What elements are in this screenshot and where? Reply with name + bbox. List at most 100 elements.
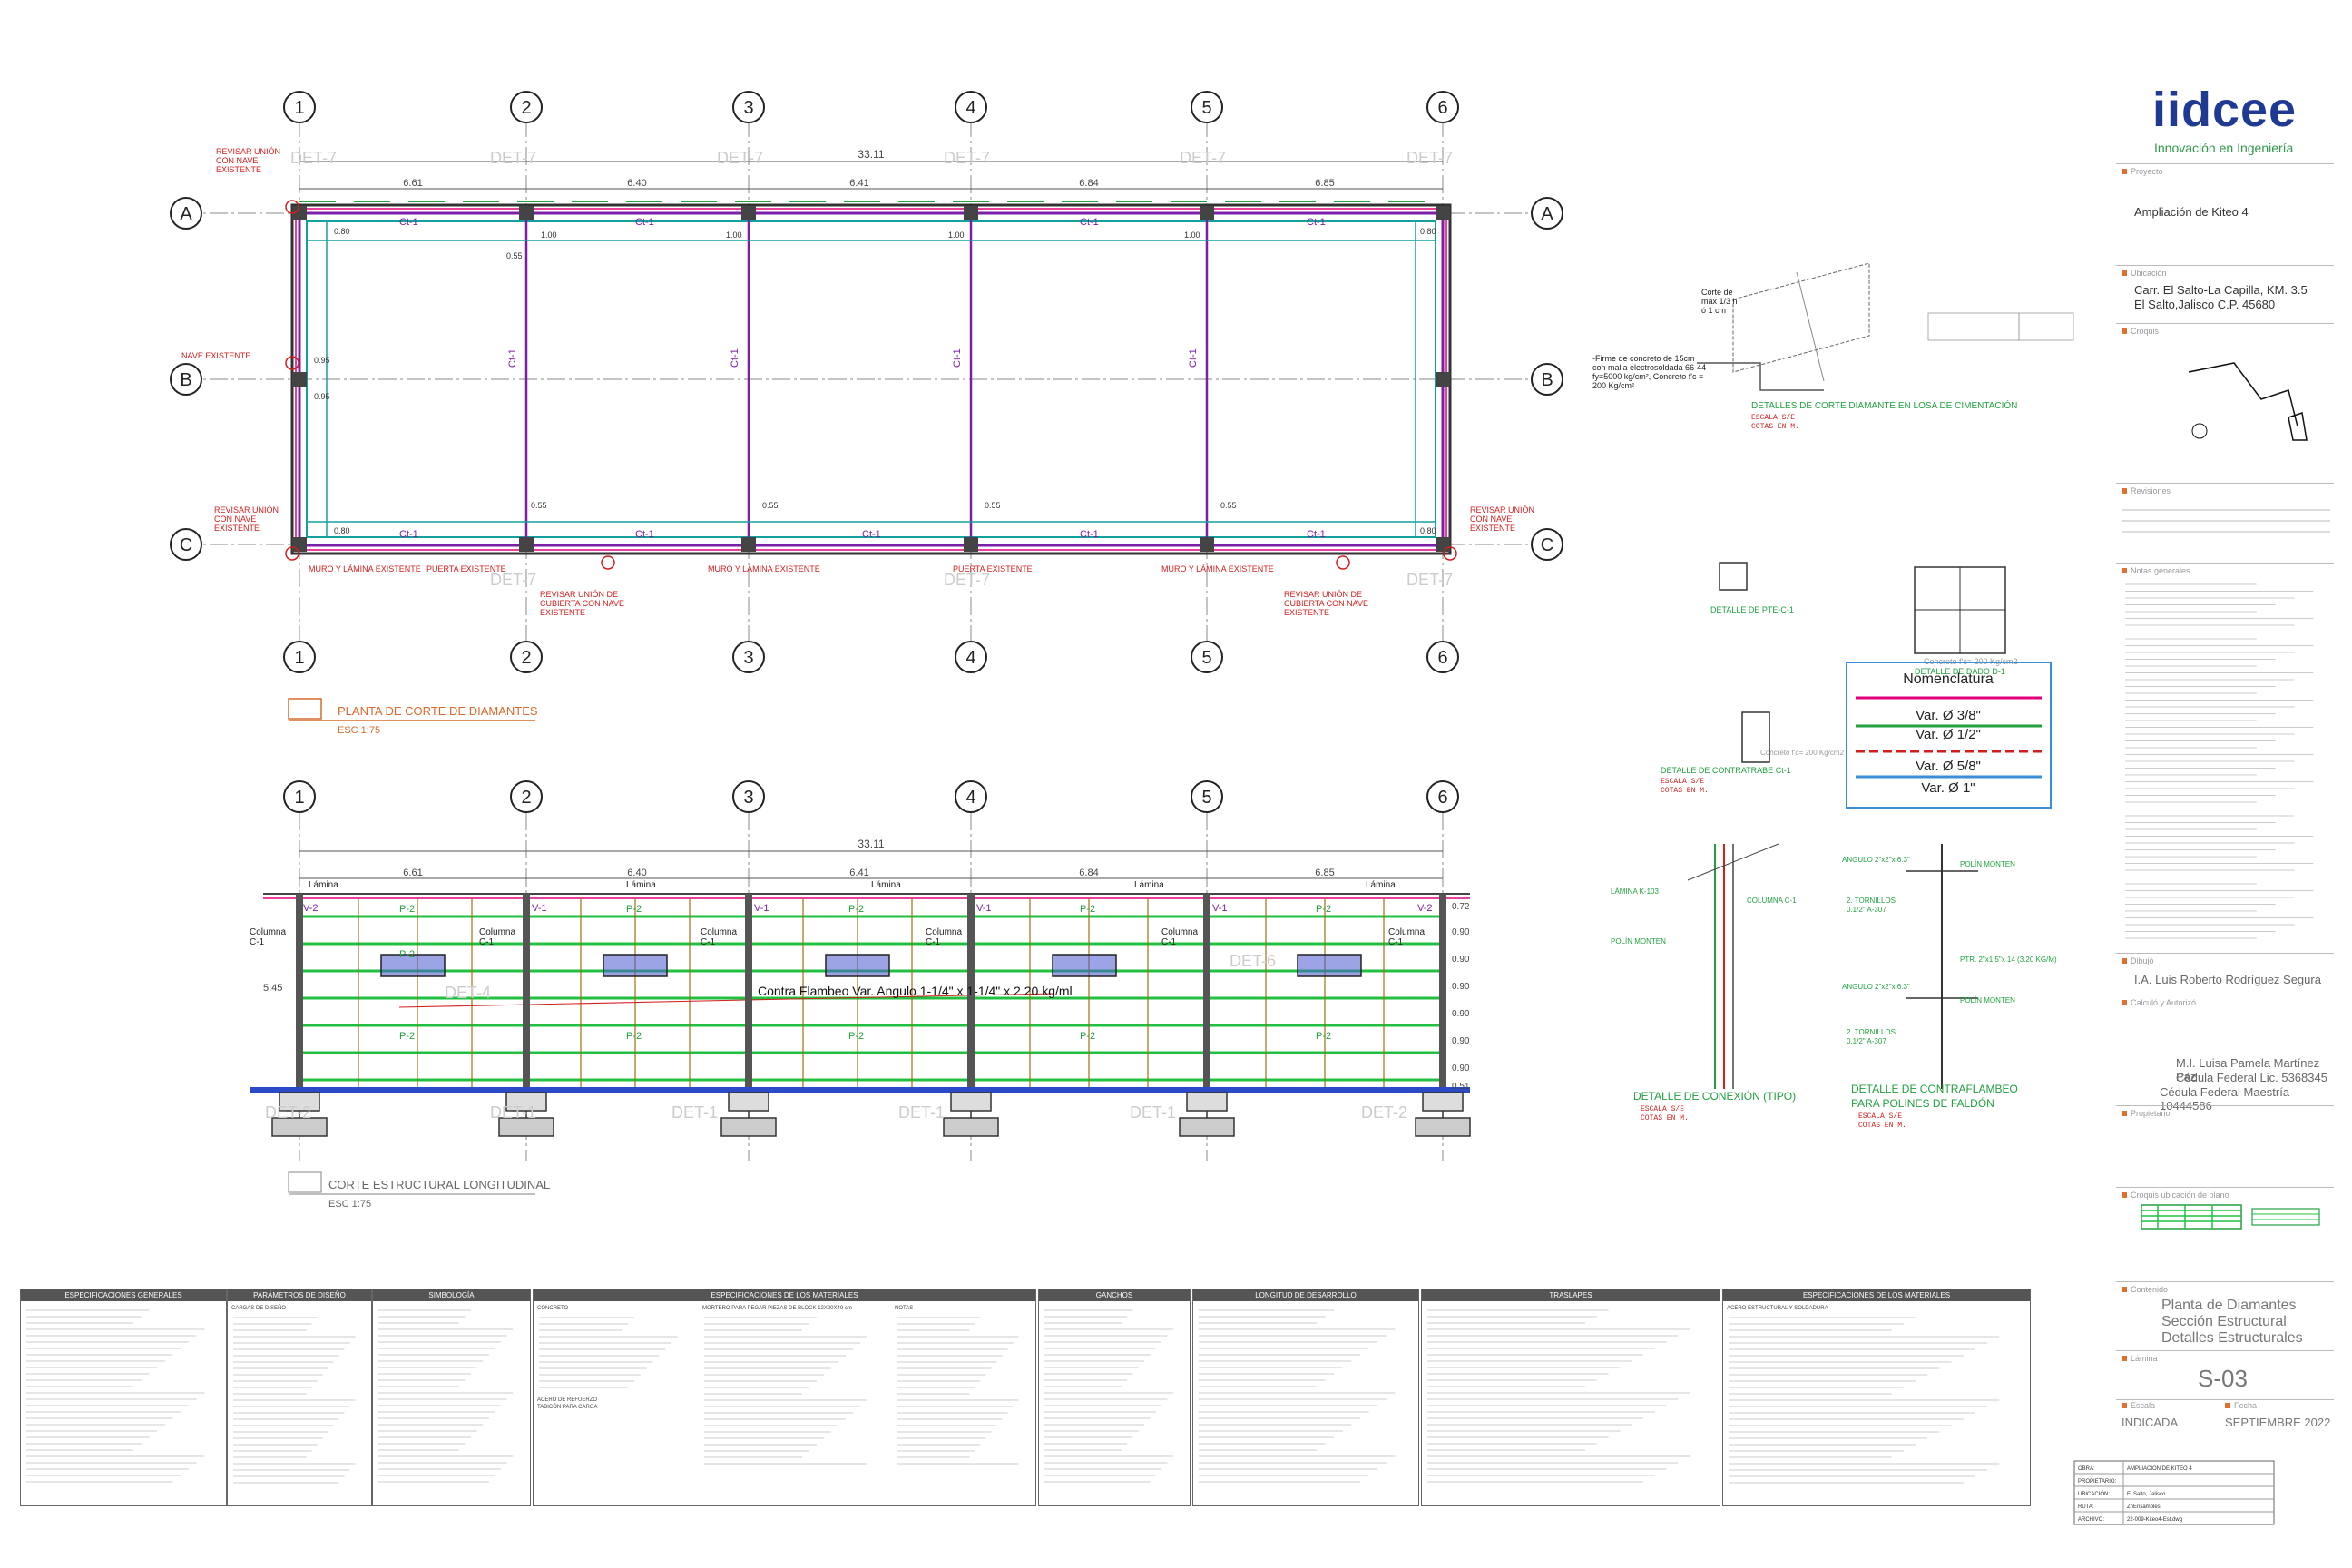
det-label: DET-7 — [717, 149, 763, 167]
v1-label: V-1 — [976, 903, 992, 914]
grid-axis-bubble: B — [1531, 363, 1563, 396]
columna-label: C-1 — [1161, 937, 1177, 947]
obra-value: AMPLIACIÓN DE KITEO 4 — [2127, 1465, 2192, 1472]
ruta-label: RUTA: — [2078, 1504, 2094, 1510]
plan-title: PLANTA DE CORTE DE DIAMANTES — [338, 704, 538, 718]
lamina-label: Lámina — [1366, 880, 1396, 890]
columna-label: Columna — [250, 927, 286, 937]
plan-span-4: 6.84 — [1079, 178, 1098, 189]
spec-subtitle: ACERO DE REFUERZO — [537, 1397, 598, 1403]
content-line2: Sección Estructural — [2161, 1314, 2287, 1329]
columna-label: Columna — [1161, 927, 1198, 937]
right-dim: 0.72 — [1452, 902, 1470, 912]
p2-label: P-2 — [1080, 1031, 1095, 1042]
spec-subtitle: ACERO ESTRUCTURAL Y SOLDADURA — [1727, 1306, 1828, 1311]
grid-axis-bubble: 4 — [955, 641, 987, 673]
ct-label: Ct-1 — [1080, 217, 1099, 228]
note-puerta-existente: PUERTA EXISTENTE — [426, 564, 506, 573]
ct-label-vertical: Ct-1 — [730, 348, 740, 368]
drawn-by: I.A. Luis Roberto Rodríguez Segura — [2134, 973, 2321, 986]
detail-losa: -Firme de concreto de 15cm con malla ele… — [1592, 262, 2074, 431]
grid-axis-label: 2 — [521, 788, 531, 808]
lamina-ks: LÁMINA K-103 — [1611, 887, 1659, 896]
grid-axis-bubble: 6 — [1426, 780, 1459, 813]
detail-contratrabe: Concreto f'c= 200 Kg/cm2 DETALLE DE CONT… — [1661, 711, 1845, 795]
location-label: Ubicación — [2122, 269, 2167, 278]
ptr-note: PTR. 2"x1.5"x 14 (3.20 KG/M) — [1960, 956, 2057, 964]
dim-label: 1.00 — [541, 230, 557, 240]
section-height: 5.45 — [263, 983, 282, 994]
sheet-number: S-03 — [2198, 1365, 2248, 1392]
grid-axis-bubble: C — [1531, 528, 1563, 561]
section-span-1: 6.61 — [403, 867, 422, 878]
lamina-label: Lámina — [309, 880, 338, 890]
project-label: Proyecto — [2122, 167, 2163, 176]
spec-header: GANCHOS — [1039, 1289, 1190, 1301]
plan-scale: ESC 1:75 — [338, 725, 380, 736]
content-line3: Detalles Estructurales — [2161, 1330, 2303, 1346]
scale-value: INDICADA — [2122, 1416, 2179, 1429]
spec-header: PARÁMETROS DE DISEÑO — [228, 1289, 371, 1301]
polin-note: POLÍN MONTEN — [1960, 860, 2015, 868]
grid-axis-bubble: 4 — [955, 91, 987, 123]
spec-longitud: LONGITUD DE DESARROLLO — [1192, 1289, 1419, 1506]
grid-axis-label: B — [180, 370, 191, 390]
dim-label: 0.95 — [314, 392, 330, 401]
section-span-5: 6.85 — [1315, 867, 1334, 878]
pte-title: DETALLE DE PTE-C-1 — [1710, 605, 1794, 614]
ct-label: Ct-1 — [399, 529, 418, 540]
section-total-dim: 33.11 — [858, 838, 884, 850]
grid-axis-label: C — [180, 535, 192, 555]
plan-span-3: 6.41 — [849, 178, 868, 189]
p2-label: P-2 — [626, 904, 642, 915]
grid-axis-label: 5 — [1201, 98, 1211, 118]
grid-axis-label: 1 — [294, 98, 304, 118]
angulo-note: ANGULO 2"x2"x 6.3" — [1842, 983, 1910, 991]
ct-label: Ct-1 — [635, 217, 654, 228]
footing — [498, 1092, 554, 1137]
columna-c1: COLUMNA C-1 — [1747, 897, 1797, 905]
scale-label: Escala — [2122, 1401, 2155, 1410]
p2-label: P-2 — [1316, 904, 1331, 915]
grid-axis-label: 1 — [294, 788, 304, 808]
sheet-label: Lámina — [2122, 1354, 2158, 1363]
spec-generales: ESPECIFICACIONES GENERALES — [20, 1289, 227, 1506]
note-muro-lamina: MURO Y LÁMINA EXISTENTE — [309, 564, 421, 573]
spec-parametros: PARÁMETROS DE DISEÑO CARGAS DE DISEÑO — [227, 1289, 372, 1506]
firme-note: fy=5000 kg/cm², Concreto f'c = — [1592, 372, 1703, 381]
note-revisar-cubierta: CUBIERTA CON NAVE — [540, 599, 624, 608]
det6-label: DET-6 — [1230, 952, 1276, 970]
note-revisar-union: CON NAVE — [1470, 514, 1512, 524]
calc-label: Calculó y Autorizó — [2122, 998, 2196, 1007]
date-label: Fecha — [2225, 1401, 2257, 1410]
grid-axis-bubble: 2 — [510, 641, 543, 673]
grid-axis-label: B — [1541, 370, 1553, 390]
section-scale: ESC 1:75 — [328, 1199, 371, 1210]
grid-axis-label: 3 — [743, 788, 753, 808]
grid-axis-label: A — [1541, 204, 1553, 224]
lamina-label: Lámina — [1134, 880, 1164, 890]
ct-label: Ct-1 — [1307, 217, 1326, 228]
firme-note: con malla electrosoldada 66-44 — [1592, 363, 1706, 372]
grid-axis-bubble: 6 — [1426, 91, 1459, 123]
owner-label: Propietario — [2122, 1109, 2171, 1118]
croquis-sketch — [2188, 362, 2308, 441]
contraflambeo-note: Contra Flambeo Var. Angulo 1-1/4" x 1-1/… — [758, 984, 1073, 998]
detail-contraflambeo: ANGULO 2"x2"x 6.3" POLÍN MONTEN 2. TORNI… — [1842, 844, 2057, 1130]
dim-label: 0.95 — [314, 356, 330, 365]
lamina-label: Lámina — [871, 880, 901, 890]
firme-note: 200 Kg/cm² — [1592, 381, 1634, 390]
right-dim: 0.51 — [1452, 1082, 1470, 1092]
right-dim: 0.90 — [1452, 1063, 1470, 1073]
grid-axis-bubble: 3 — [732, 91, 765, 123]
ct-label-vertical: Ct-1 — [1188, 348, 1199, 368]
dim-label: 0.80 — [1420, 227, 1436, 236]
note-revisar-cubierta: EXISTENTE — [1284, 608, 1329, 617]
spec-header: ESPECIFICACIONES GENERALES — [21, 1289, 226, 1301]
dim-label: 0.55 — [506, 251, 523, 260]
dim-label: 0.80 — [1420, 526, 1436, 535]
dim-label: 1.00 — [1184, 230, 1200, 240]
grid-axis-bubble: 5 — [1191, 91, 1223, 123]
plan-span-1: 6.61 — [403, 178, 422, 189]
nomenclatura-title: Nomenclatura — [1903, 671, 1994, 687]
